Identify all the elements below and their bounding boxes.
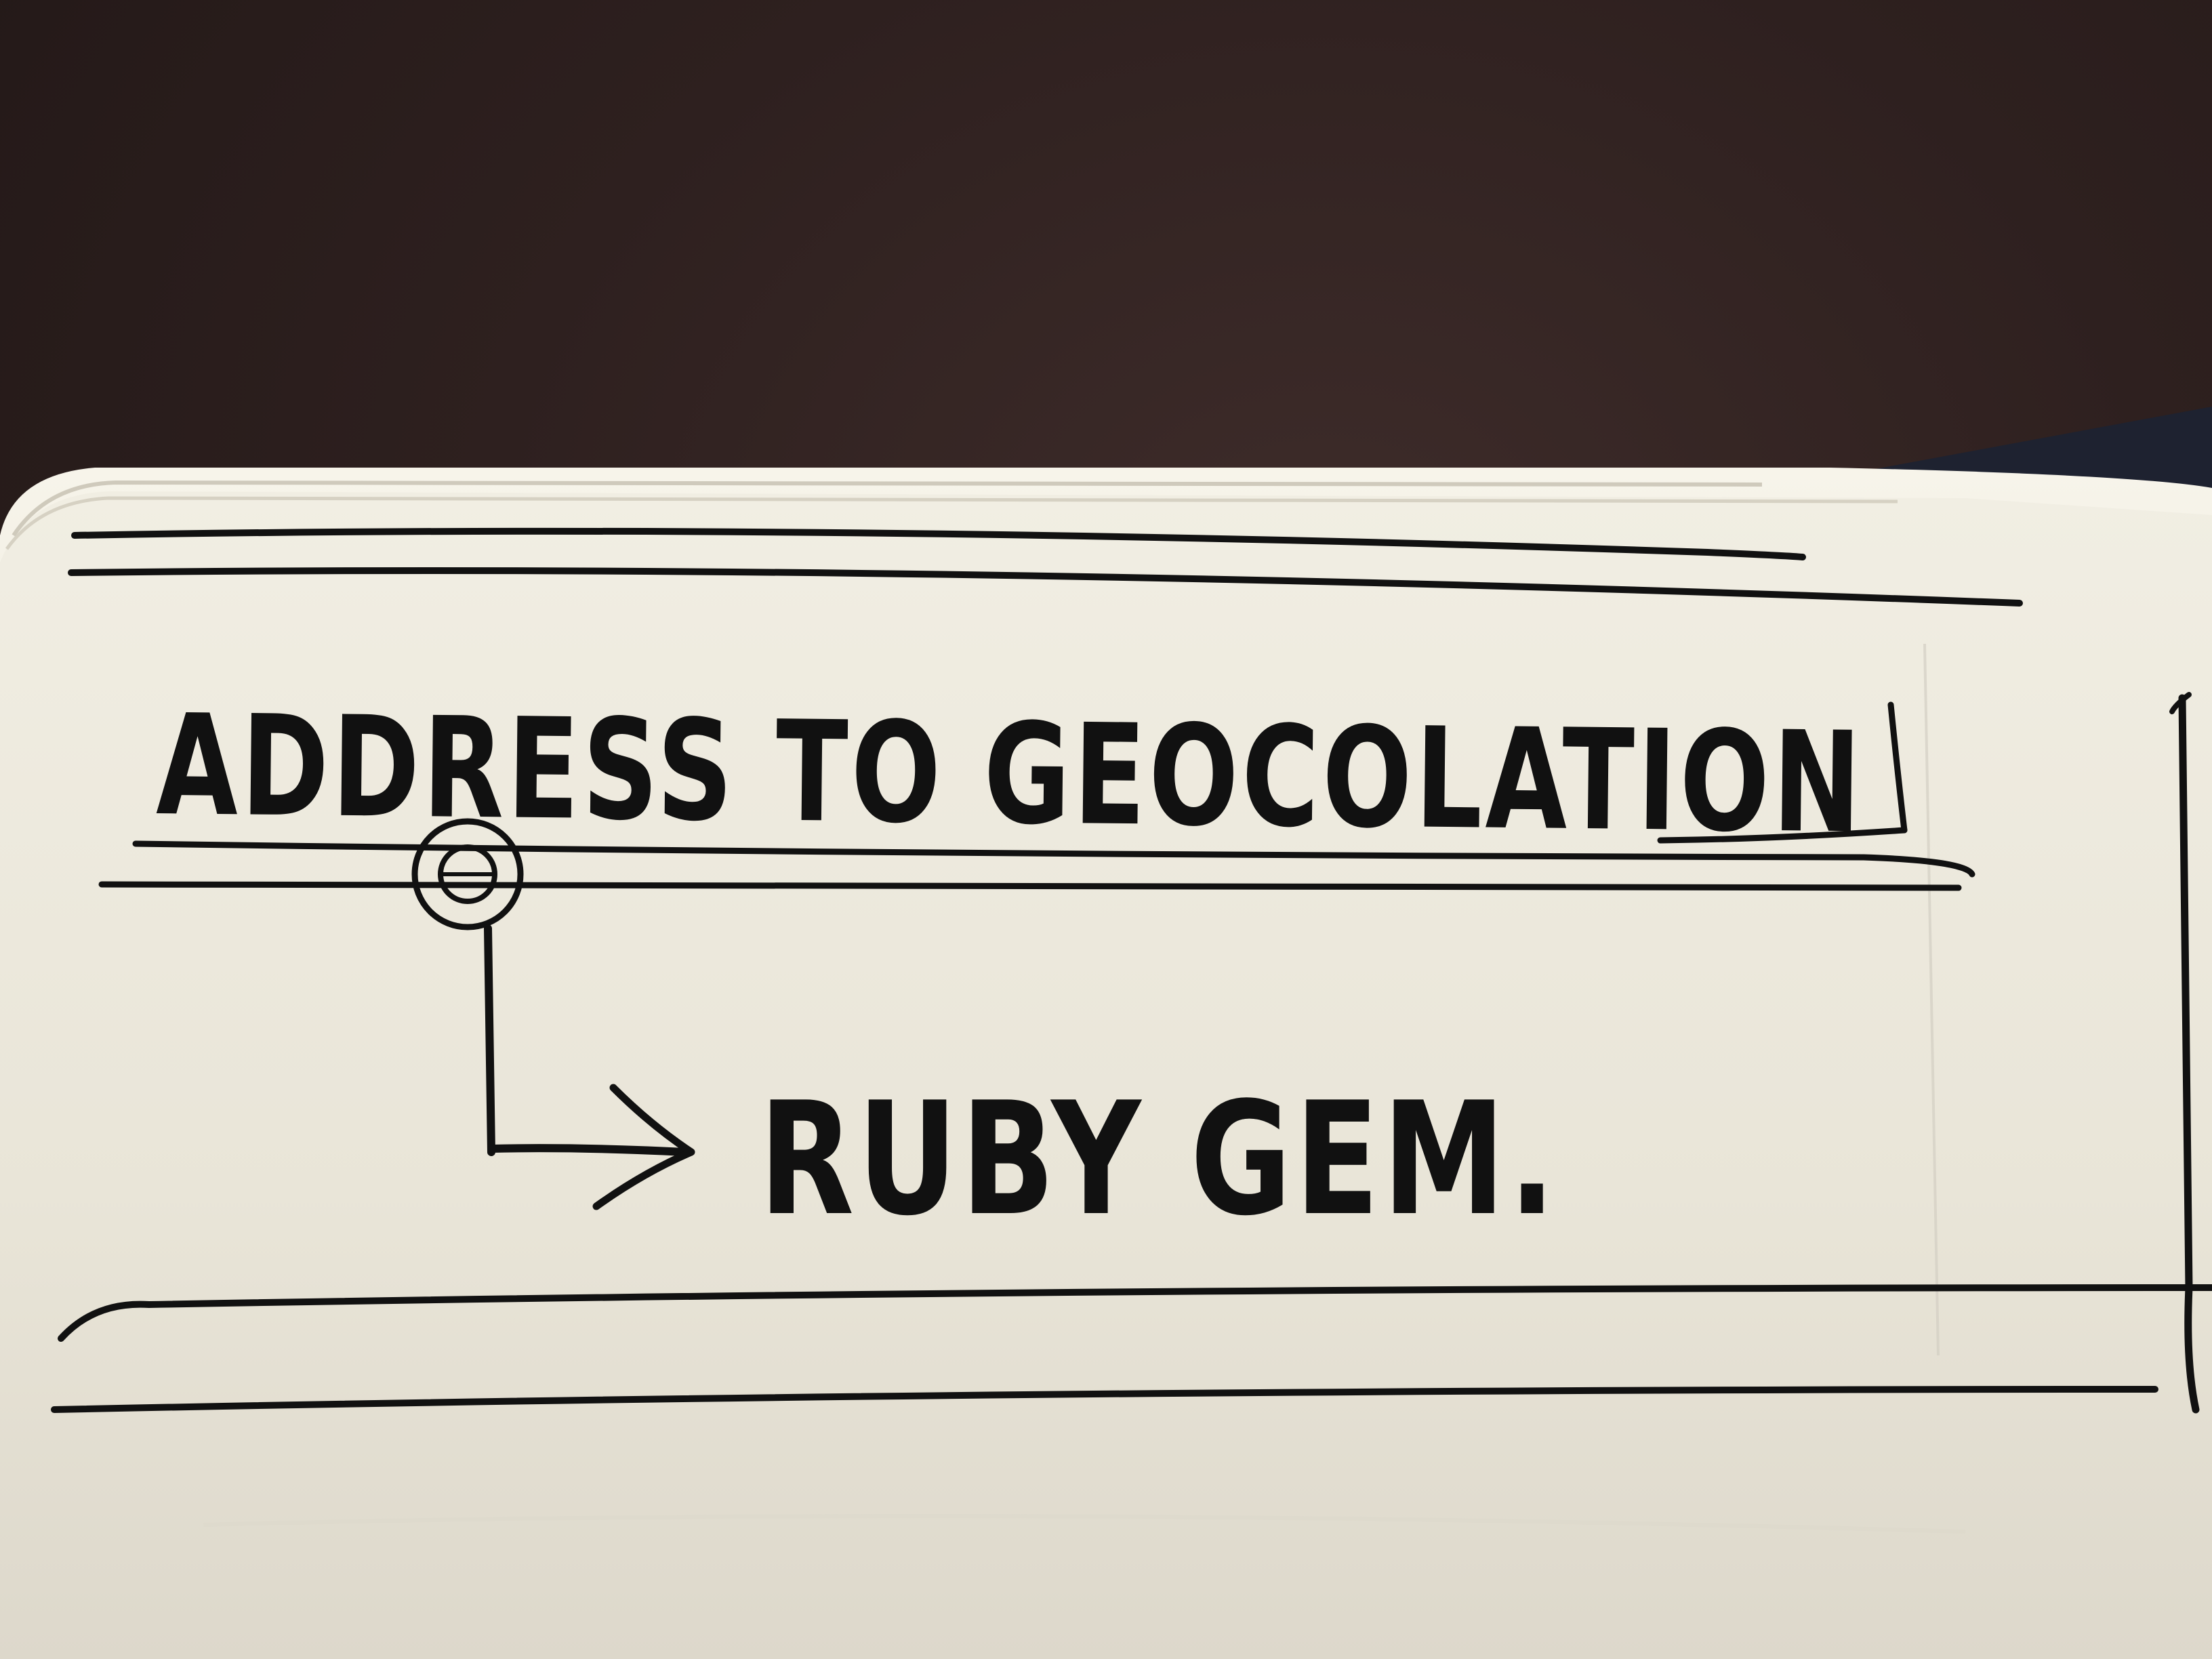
top-rule-2	[68, 567, 2023, 607]
sketch-note: RUBY GEM.	[759, 1069, 1559, 1250]
bottom-rule-2	[51, 1386, 2158, 1413]
sketch-title: ADDRESS TO GEOCOLATION	[155, 685, 1864, 864]
title-box-right	[1887, 701, 1908, 834]
node-circle-icon	[411, 818, 524, 930]
right-border	[2178, 694, 2200, 1414]
top-rule-1	[71, 527, 1806, 560]
bottom-rule-1	[58, 1284, 2212, 1342]
notebook-page	[0, 468, 2212, 1659]
ink-sketch	[51, 527, 2212, 1414]
title-box-bottom	[1657, 827, 1908, 844]
mid-rule-2	[98, 881, 1962, 891]
arrow-icon	[484, 924, 695, 1210]
